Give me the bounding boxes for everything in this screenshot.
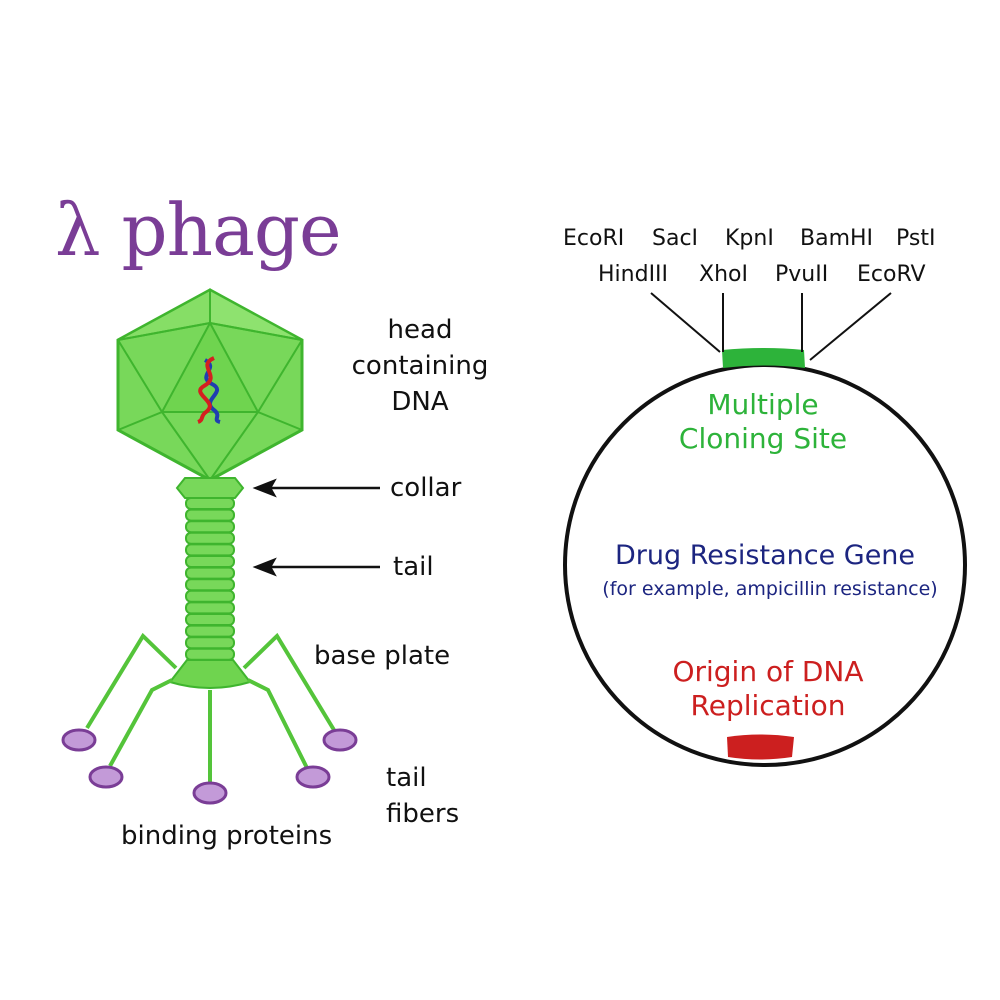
- label-tail-fibers: tail fibers: [386, 760, 459, 832]
- tail-ring: [185, 647, 235, 661]
- tail-ring: [185, 578, 235, 592]
- label-tail-fibers-line2: fibers: [386, 799, 460, 829]
- enzyme-ecorv: EcoRV: [857, 262, 926, 287]
- label-origin-of-replication: Origin of DNA Replication: [618, 655, 918, 723]
- enzyme-kpni: KpnI: [725, 226, 774, 251]
- mcs-marker: [722, 348, 805, 368]
- ori-marker: [727, 734, 794, 760]
- tail-ring: [185, 624, 235, 638]
- label-mcs-line2: Cloning Site: [678, 422, 848, 455]
- enzyme-bamhi: BamHI: [800, 226, 874, 251]
- tail-ring: [185, 636, 235, 650]
- label-tail: tail: [393, 552, 434, 582]
- label-collar: collar: [390, 473, 462, 503]
- label-mcs-line1: Multiple: [707, 388, 819, 421]
- label-drug-resistance-note: (for example, ampicillin resistance): [602, 578, 938, 600]
- label-head-line2: containing: [351, 351, 489, 381]
- tail-ring: [185, 543, 235, 557]
- dna-helix-icon: [197, 356, 221, 424]
- enzyme-xhoi: XhoI: [699, 262, 748, 287]
- phage-base-plate: [168, 659, 252, 689]
- tail-ring: [185, 508, 235, 522]
- phage-tail: [185, 497, 235, 661]
- binding-proteins: [61, 728, 358, 805]
- label-head-line3: DNA: [391, 387, 449, 417]
- enzyme-saci: SacI: [652, 226, 699, 251]
- tail-ring: [185, 555, 235, 568]
- label-multiple-cloning-site: Multiple Cloning Site: [613, 388, 913, 456]
- phage-collar: [175, 477, 245, 499]
- label-drug-resistance-gene: Drug Resistance Gene: [614, 540, 916, 571]
- label-tail-fibers-line1: tail: [386, 763, 427, 793]
- label-binding-proteins: binding proteins: [121, 821, 333, 851]
- enzyme-hindiii: HindIII: [598, 262, 669, 287]
- tail-ring: [185, 589, 235, 603]
- tail-ring: [185, 566, 235, 580]
- diagram-title: λ phage: [55, 188, 342, 272]
- tail-ring: [185, 520, 235, 534]
- tail-ring: [185, 497, 235, 510]
- enzyme-ecori: EcoRI: [563, 226, 625, 251]
- label-base-plate: base plate: [314, 641, 451, 671]
- label-ori-line1: Origin of DNA: [672, 655, 864, 688]
- tail-fibers: [85, 632, 336, 785]
- tail-ring: [185, 531, 235, 545]
- tail-ring: [185, 601, 235, 615]
- label-head: head containing DNA: [330, 312, 510, 420]
- enzyme-pvuii: PvuII: [775, 262, 829, 287]
- label-head-line1: head: [387, 315, 453, 345]
- tail-ring: [185, 613, 235, 626]
- label-ori-line2: Replication: [690, 689, 846, 722]
- enzyme-psti: PstI: [896, 226, 936, 251]
- pointer-arrows: [252, 478, 380, 577]
- enzyme-lines: [650, 292, 892, 361]
